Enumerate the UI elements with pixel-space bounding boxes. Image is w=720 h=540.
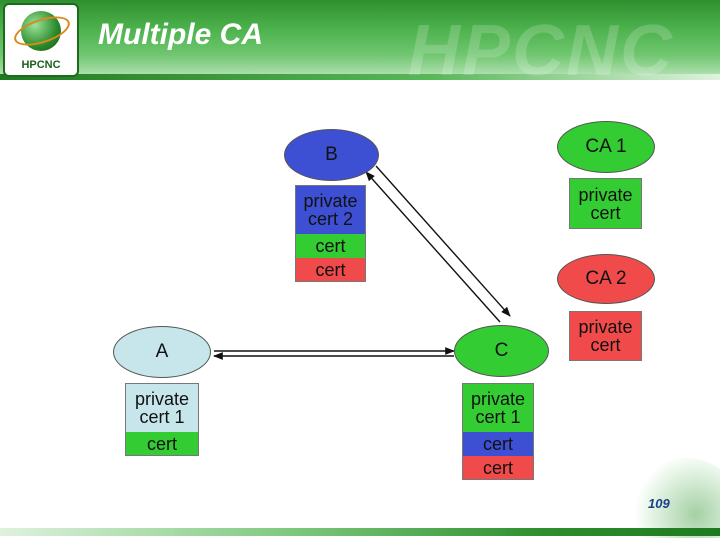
node-a-cert-private: private cert 1 <box>126 384 198 432</box>
node-ca1-label: CA 1 <box>585 136 627 157</box>
node-ca2-label: CA 2 <box>585 268 627 289</box>
footer-divider <box>0 528 720 536</box>
node-ca2: CA 2 <box>557 254 655 304</box>
node-ca2-certs: private cert <box>569 311 642 361</box>
hpcnc-logo: HPCNC <box>3 3 79 77</box>
node-b: B <box>284 129 379 181</box>
node-b-cert-green: cert <box>296 234 365 258</box>
footer-globe-decoration <box>636 458 720 538</box>
node-ca1-certs: private cert <box>569 178 642 229</box>
node-c-label: C <box>494 340 509 361</box>
node-a-label: A <box>155 341 169 362</box>
node-c: C <box>454 325 549 377</box>
node-b-cert-private: private cert 2 <box>296 186 365 234</box>
header-divider <box>0 74 720 80</box>
node-c-cert-private: private cert 1 <box>463 384 533 432</box>
node-ca1-cert-private: private cert <box>570 179 641 228</box>
logo-text: HPCNC <box>21 59 61 71</box>
header-band <box>0 0 720 78</box>
node-a-cert-green: cert <box>126 432 198 455</box>
arrow-c-to-b <box>365 171 501 323</box>
header-watermark: HPCNC <box>408 11 675 91</box>
node-c-cert-blue: cert <box>463 432 533 456</box>
node-ca1: CA 1 <box>557 121 655 173</box>
node-c-certs: private cert 1 cert cert <box>462 383 534 480</box>
page-number: 109 <box>648 496 670 511</box>
node-b-cert-red: cert <box>296 258 365 281</box>
globe-icon <box>21 11 61 51</box>
node-c-cert-red: cert <box>463 456 533 479</box>
node-a: A <box>113 326 211 378</box>
page-title: Multiple CA <box>98 18 263 51</box>
arrow-b-to-c <box>375 165 511 317</box>
node-ca2-cert-private: private cert <box>570 312 641 360</box>
node-b-certs: private cert 2 cert cert <box>295 185 366 282</box>
node-b-label: B <box>325 144 338 165</box>
node-a-certs: private cert 1 cert <box>125 383 199 456</box>
